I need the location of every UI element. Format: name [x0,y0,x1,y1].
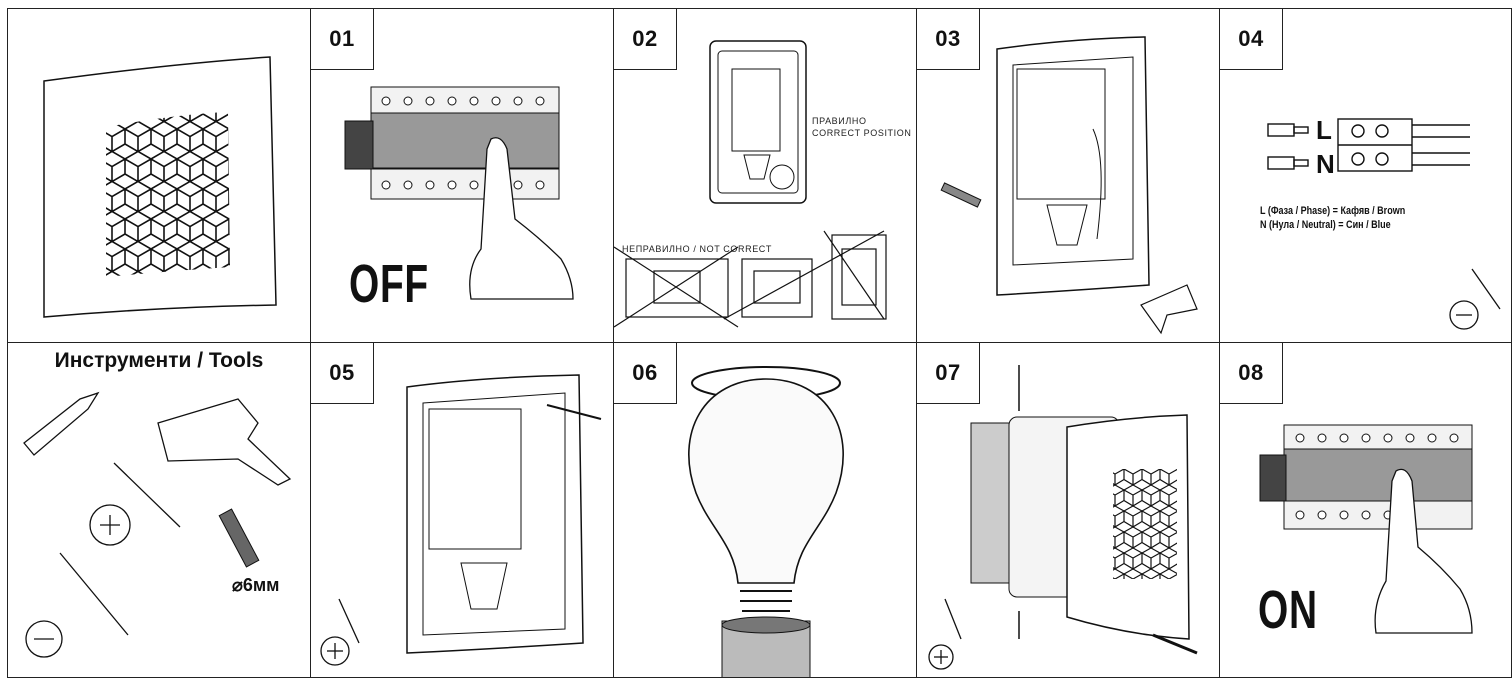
panel-step-02: 02 ПРАВИЛНО CORRECT POSITION НЕПРАВИЛНО … [613,8,917,343]
panel-step-08: 08 ON [1219,342,1512,678]
plus-screwdriver-icon [320,598,360,666]
lamp-product-icon [43,56,277,318]
step-number: 05 [311,343,374,404]
incorrect-label: НЕПРАВИЛНО / NOT CORRECT [622,244,772,254]
wall-anchor-icon [940,182,982,208]
panel-step-05: 05 [310,342,614,678]
panel-tools: Инструменти / Tools ⌀6мм [7,342,311,678]
lamp-assembly-icon [928,365,1198,670]
drill-icon [157,398,292,486]
wire-label-l: L [1316,115,1332,145]
anchor-size-label: ⌀6мм [232,575,280,595]
panel-step-06: 06 [613,342,917,678]
legend-neutral: N (Нула / Neutral) = Син / Blue [1260,219,1391,231]
drill-icon [1140,284,1198,335]
step-number: 04 [1220,9,1283,70]
step-number: 03 [917,9,980,70]
hand-pointer-icon [1374,468,1473,634]
minus-screwdriver-icon [25,552,129,658]
step-number: 06 [614,343,677,404]
step-number: 07 [917,343,980,404]
step-number: 02 [614,9,677,70]
wire-label-n: N [1316,149,1335,179]
hand-pointer-icon [469,137,574,300]
panel-step-07: 07 [916,342,1220,678]
light-bulb-icon [688,366,844,677]
panel-product [7,8,311,343]
tools-title: Инструменти / Tools [54,349,264,372]
minus-screwdriver-icon [1449,268,1501,330]
plus-screwdriver-icon [89,462,181,546]
mounting-plate-icon [614,40,887,328]
step-number: 01 [311,9,374,70]
circuit-breaker-icon [1259,424,1473,634]
mounting-plate-icon [320,374,602,666]
correct-label-line2: CORRECT POSITION [812,128,912,138]
off-label: OFF [349,254,429,314]
tools-illustration [23,391,292,658]
wall-anchor-icon [218,508,260,568]
wiring-diagram-icon [1267,118,1501,330]
mounting-plate-icon [940,36,1198,335]
step-number: 08 [1220,343,1283,404]
pencil-icon [23,391,100,456]
legend-phase: L (Фаза / Phase) = Кафяв / Brown [1260,205,1406,217]
plus-screwdriver-icon [928,598,962,670]
panel-step-01: 01 OFF [310,8,614,343]
correct-label-line1: ПРАВИЛНО [812,116,867,126]
panel-step-03: 03 [916,8,1220,343]
on-label: ON [1258,580,1318,640]
circuit-breaker-icon [344,86,574,300]
panel-step-04: 04 L N L (Фаза / Phase) = Кафяв / Brown … [1219,8,1512,343]
